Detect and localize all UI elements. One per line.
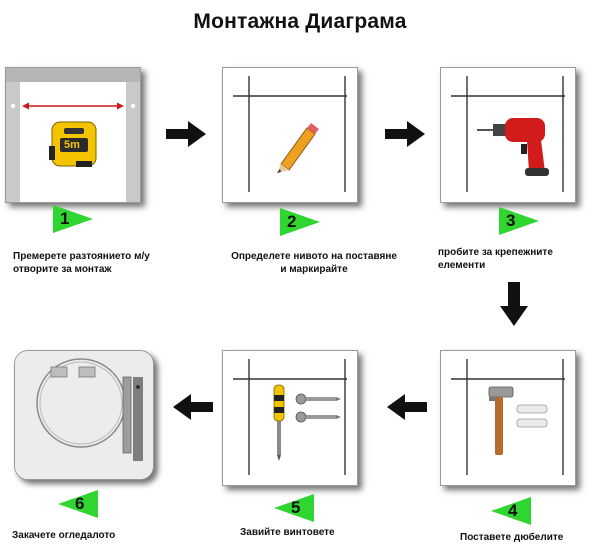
mirror-illustration — [15, 351, 153, 479]
dowels-illustration — [451, 359, 565, 475]
pencil-icon — [277, 123, 319, 173]
step-3-panel — [440, 67, 576, 203]
step-2-panel — [222, 67, 358, 203]
diagram-title: Монтажна Диаграма — [193, 10, 407, 33]
dowel-icon — [516, 404, 548, 428]
step-3-caption: пробите за крепежните елементи — [438, 247, 553, 271]
screwdriver-icon — [273, 384, 285, 461]
mirror-icon — [36, 358, 143, 461]
step-1-badge: 1 — [53, 205, 93, 233]
step-1-caption: Премерете разтоянието м/у отворите за мо… — [13, 251, 150, 275]
step-3-badge: 3 — [499, 207, 539, 235]
arrow-left-5-to-6 — [173, 394, 213, 420]
step-2-caption: Определете нивото на поставяне и маркира… — [231, 251, 397, 275]
arrow-down-3-to-4 — [500, 282, 528, 326]
step-6-badge: 6 — [58, 490, 98, 518]
wall-opening-illustration — [6, 68, 140, 202]
step-6-panel — [14, 350, 154, 480]
step-6-caption: Закачете огледалото — [12, 530, 116, 541]
arrow-right-1-to-2 — [166, 121, 206, 147]
marking-lines-illustration — [233, 76, 347, 192]
step-1-panel: 5m — [5, 67, 141, 203]
tape-measure-label: 5m — [64, 139, 80, 151]
hammer-icon — [488, 386, 514, 455]
screw-icon — [295, 393, 341, 423]
step-2-badge: 2 — [280, 208, 320, 236]
arrow-left-4-to-5 — [387, 394, 427, 420]
step-4-caption: Поставете дюбелите — [460, 532, 564, 543]
step-5-caption: Завийте винтовете — [240, 527, 335, 538]
screwing-illustration — [233, 359, 347, 475]
drilling-illustration — [451, 76, 565, 192]
drill-icon — [477, 118, 549, 176]
arrow-right-2-to-3 — [385, 121, 425, 147]
step-4-badge: 4 — [491, 497, 531, 525]
tape-measure-icon — [49, 121, 97, 167]
step-5-panel — [222, 350, 358, 486]
step-4-panel — [440, 350, 576, 486]
step-5-badge: 5 — [274, 494, 314, 522]
